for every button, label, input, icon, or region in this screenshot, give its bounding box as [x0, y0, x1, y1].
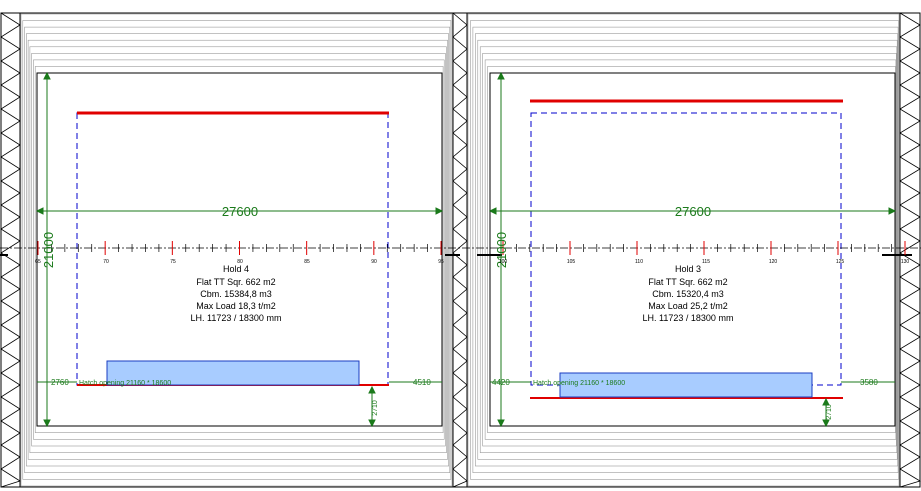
hold-3-info-line: Flat TT Sqr. 662 m2 — [648, 277, 727, 287]
hold-3-coaming-height: 2710 — [826, 404, 833, 420]
frame-label: 125 — [836, 259, 845, 265]
wall-contour — [27, 39, 448, 460]
wall-contour — [24, 26, 451, 473]
hold-4-coaming-height: 2710 — [372, 400, 379, 416]
hold-4 — [76, 111, 389, 386]
hold-3-left-offset: 4420 — [492, 378, 510, 387]
hold-4-info-line: Cbm. 15384,8 m3 — [200, 289, 272, 299]
frame-label: 120 — [769, 259, 778, 265]
hold-3-info-line: Cbm. 15320,4 m3 — [652, 289, 724, 299]
centerline — [0, 247, 921, 256]
frame-label: 115 — [702, 259, 710, 265]
hold-4-dimensions — [35, 71, 444, 428]
bulkhead-perspective-lines — [20, 13, 900, 487]
frame-ticks — [37, 241, 906, 255]
frame-label: 95 — [438, 259, 444, 265]
wall-contour — [34, 66, 444, 433]
bulkhead-corrugations — [0, 12, 921, 488]
frame-label: 70 — [103, 259, 109, 265]
corrugation-line — [899, 12, 921, 488]
wall-contour — [477, 39, 898, 460]
frame-label: 65 — [35, 259, 41, 265]
wall-contour — [479, 46, 898, 453]
hold-4-info: Hold 4 Flat TT Sqr. 662 m2 Cbm. 15384,8 … — [191, 264, 282, 323]
hold-3-hatch-outline — [530, 112, 842, 386]
hold-3-dimensions — [488, 71, 897, 428]
hold-3-frame-labels: 100 105 110 115 120 125 130 — [499, 259, 910, 265]
wall-contour — [33, 59, 445, 440]
wall-contour — [26, 33, 449, 467]
hold-4-info-line: LH. 11723 / 18300 mm — [191, 313, 282, 323]
frame-label: 90 — [371, 259, 377, 265]
hold-3-info-line: LH. 11723 / 18300 mm — [643, 313, 734, 323]
hold-4-cargo-block[interactable] — [106, 360, 360, 386]
hold-4-frame-labels: 65 70 75 80 85 90 95 — [35, 259, 444, 265]
wall-contour — [475, 33, 898, 467]
wall-contour — [22, 20, 452, 480]
frame-label: 80 — [237, 259, 243, 265]
corrugation-line — [452, 12, 468, 488]
hold-4-left-offset: 2760 — [51, 378, 69, 387]
frame-label: 130 — [901, 259, 910, 265]
hold-4-right-offset: 4510 — [413, 378, 431, 387]
hold-3-title: Hold 3 — [675, 264, 701, 274]
hold-3-length-dim: 27600 — [675, 204, 711, 219]
hold-3 — [530, 99, 843, 399]
wall-contour — [20, 13, 453, 487]
hold-3-floor — [489, 72, 896, 427]
hold-4-breadth-dim: 21000 — [41, 232, 56, 268]
hull-structure — [0, 12, 921, 488]
hold-3-info-line: Max Load 25,2 t/m2 — [648, 301, 728, 311]
frame-label: 105 — [567, 259, 576, 265]
hold-4-hatch-label: Hatch opening 21160 * 18600 — [79, 380, 171, 387]
frame-label: 110 — [635, 259, 643, 265]
wall-contour — [470, 20, 899, 480]
hold-4-info-line: Max Load 18,3 t/m2 — [196, 301, 276, 311]
frame-label: 75 — [170, 259, 176, 265]
wall-contour — [29, 46, 447, 453]
frame-label: 100 — [499, 259, 508, 265]
hold-4-length-dim: 27600 — [222, 204, 258, 219]
hold-3-breadth-dim: 21000 — [494, 232, 509, 268]
hold-4-title: Hold 4 — [223, 264, 249, 274]
hold-3-right-offset: 3580 — [860, 378, 878, 387]
wall-contour — [31, 53, 446, 447]
wall-contour — [467, 13, 900, 487]
wall-contour — [482, 53, 897, 447]
hold-3-cargo-block[interactable] — [559, 372, 813, 398]
corrugation-line — [0, 12, 21, 488]
hold-4-info-line: Flat TT Sqr. 662 m2 — [196, 277, 275, 287]
wall-contour — [484, 59, 897, 440]
hold-3-hatch-label: Hatch opening 21160 * 18600 — [533, 380, 625, 387]
outer-frame — [0, 12, 921, 488]
hold-3-info: Hold 3 Flat TT Sqr. 662 m2 Cbm. 15320,4 … — [643, 264, 734, 323]
wall-contour — [472, 26, 899, 473]
frame-label: 85 — [304, 259, 310, 265]
